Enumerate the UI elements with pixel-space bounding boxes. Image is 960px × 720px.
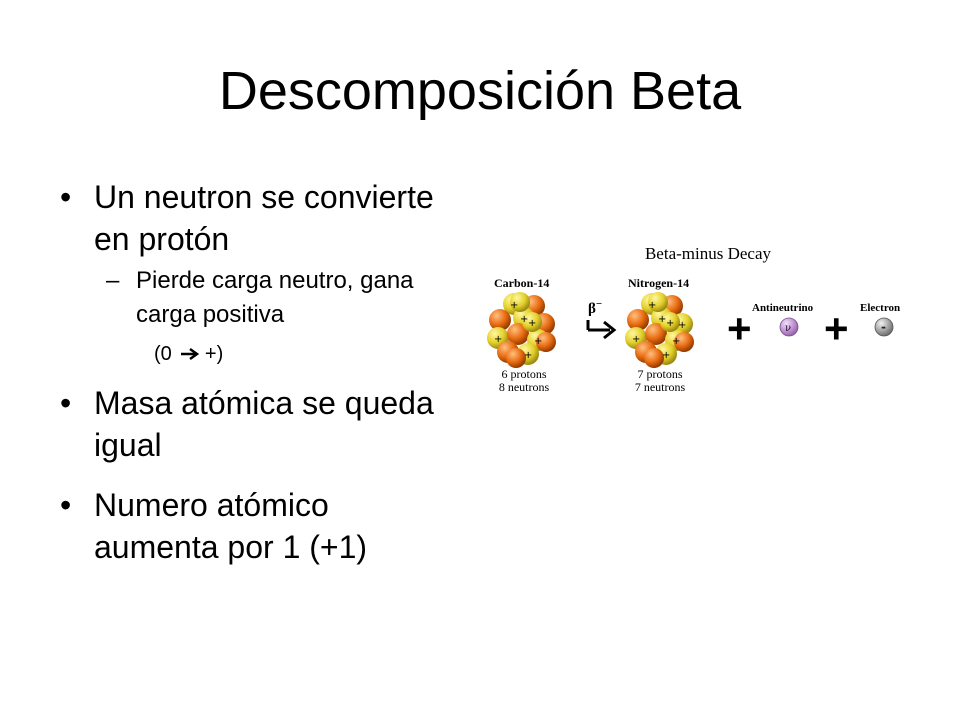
svg-text:+: +: [534, 336, 542, 347]
nuclei-drawing: + + + + + +: [487, 292, 894, 368]
bullet-marker: •: [60, 179, 72, 215]
antineutrino-icon: ν: [779, 317, 799, 337]
bullet-item: • Un neutron se convierte en protón: [58, 176, 458, 260]
nitrogen-14-nucleus: + + + + + + +: [625, 292, 694, 368]
electron-label: Electron: [860, 302, 901, 314]
beta-decay-diagram: Beta-minus Decay Carbon-14 Nitrogen-14: [476, 236, 936, 406]
charge-from: (0: [154, 343, 172, 365]
svg-text:ν: ν: [785, 323, 791, 334]
decay-arrow-icon: [586, 320, 617, 340]
svg-text:+: +: [662, 350, 670, 361]
sub-bullet-item: – Pierde carga neutro, gana carga positi…: [58, 264, 458, 332]
bullet-marker: •: [60, 385, 72, 421]
parent-nucleus-label: Carbon-14: [494, 276, 550, 290]
svg-text:+: +: [658, 314, 666, 325]
svg-text:-: -: [881, 320, 886, 334]
plus-sign: +: [824, 305, 849, 352]
arrow-right-icon: [181, 347, 200, 361]
carbon-14-nucleus: + + + + + +: [487, 292, 556, 368]
daughter-nucleus-label: Nitrogen-14: [628, 276, 690, 290]
daughter-nucleon-counts: 7 protons 7 neutrons: [634, 367, 686, 394]
svg-text:+: +: [528, 318, 536, 329]
antineutrino-label: Antineutrino: [752, 302, 814, 314]
svg-text:+: +: [678, 320, 686, 331]
diagram-title: Beta-minus Decay: [644, 244, 772, 263]
slide-title: Descomposición Beta: [218, 61, 742, 121]
bullet-text: Masa atómica se queda igual: [94, 385, 434, 463]
svg-text:+: +: [666, 318, 674, 329]
svg-text:+: +: [520, 314, 528, 325]
svg-text:+: +: [510, 300, 518, 311]
svg-text:+: +: [648, 300, 656, 311]
sub-bullet-text: Pierde carga neutro, gana carga positiva: [136, 267, 414, 328]
sub-bullet-marker: –: [106, 267, 120, 294]
bullet-list: • Un neutron se convierte en protón – Pi…: [58, 176, 458, 568]
charge-to: +): [204, 343, 224, 365]
svg-text:+: +: [672, 336, 680, 347]
svg-text:+: +: [632, 334, 640, 345]
svg-text:+: +: [494, 334, 502, 345]
bullet-item: • Numero atómico aumenta por 1 (+1): [58, 484, 458, 568]
beta-minus-symbol: β−: [588, 298, 603, 317]
bullet-text: Numero atómico aumenta por 1 (+1): [94, 487, 368, 565]
bullet-marker: •: [60, 487, 72, 523]
bullet-item: • Masa atómica se queda igual: [58, 382, 458, 466]
sub-sub-bullet-item: (0 +): [58, 340, 458, 368]
electron-icon: -: [874, 317, 894, 337]
svg-text:+: +: [524, 350, 532, 361]
parent-nucleon-counts: 6 protons 8 neutrons: [498, 367, 550, 394]
plus-sign: +: [727, 305, 752, 352]
bullet-text: Un neutron se convierte en protón: [94, 179, 434, 257]
